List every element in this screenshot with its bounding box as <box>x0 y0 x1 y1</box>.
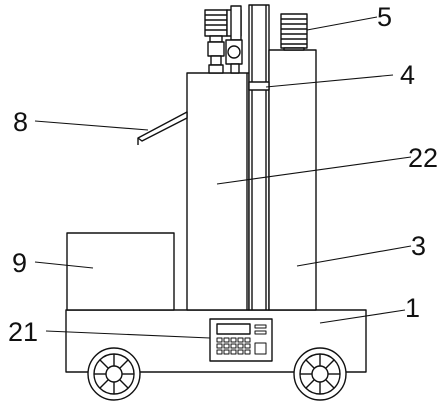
main-column <box>186 72 250 311</box>
callout-21: 21 <box>8 317 38 347</box>
storage-box <box>66 232 175 311</box>
slider-block <box>248 81 270 91</box>
side-column <box>268 49 317 311</box>
chute <box>137 111 188 142</box>
callout-22: 22 <box>408 143 438 173</box>
callout-1: 1 <box>405 293 420 323</box>
callout-3: 3 <box>411 231 426 261</box>
callout-5: 5 <box>377 2 392 32</box>
control-panel <box>209 318 273 362</box>
top-motor-left <box>204 5 243 74</box>
leader-lines <box>34 16 412 339</box>
wheel-left <box>87 347 141 401</box>
callout-9: 9 <box>12 248 27 278</box>
callout-4: 4 <box>400 60 415 90</box>
top-motor-right <box>280 13 308 51</box>
wheel-right <box>293 347 347 401</box>
callout-8: 8 <box>13 107 28 137</box>
